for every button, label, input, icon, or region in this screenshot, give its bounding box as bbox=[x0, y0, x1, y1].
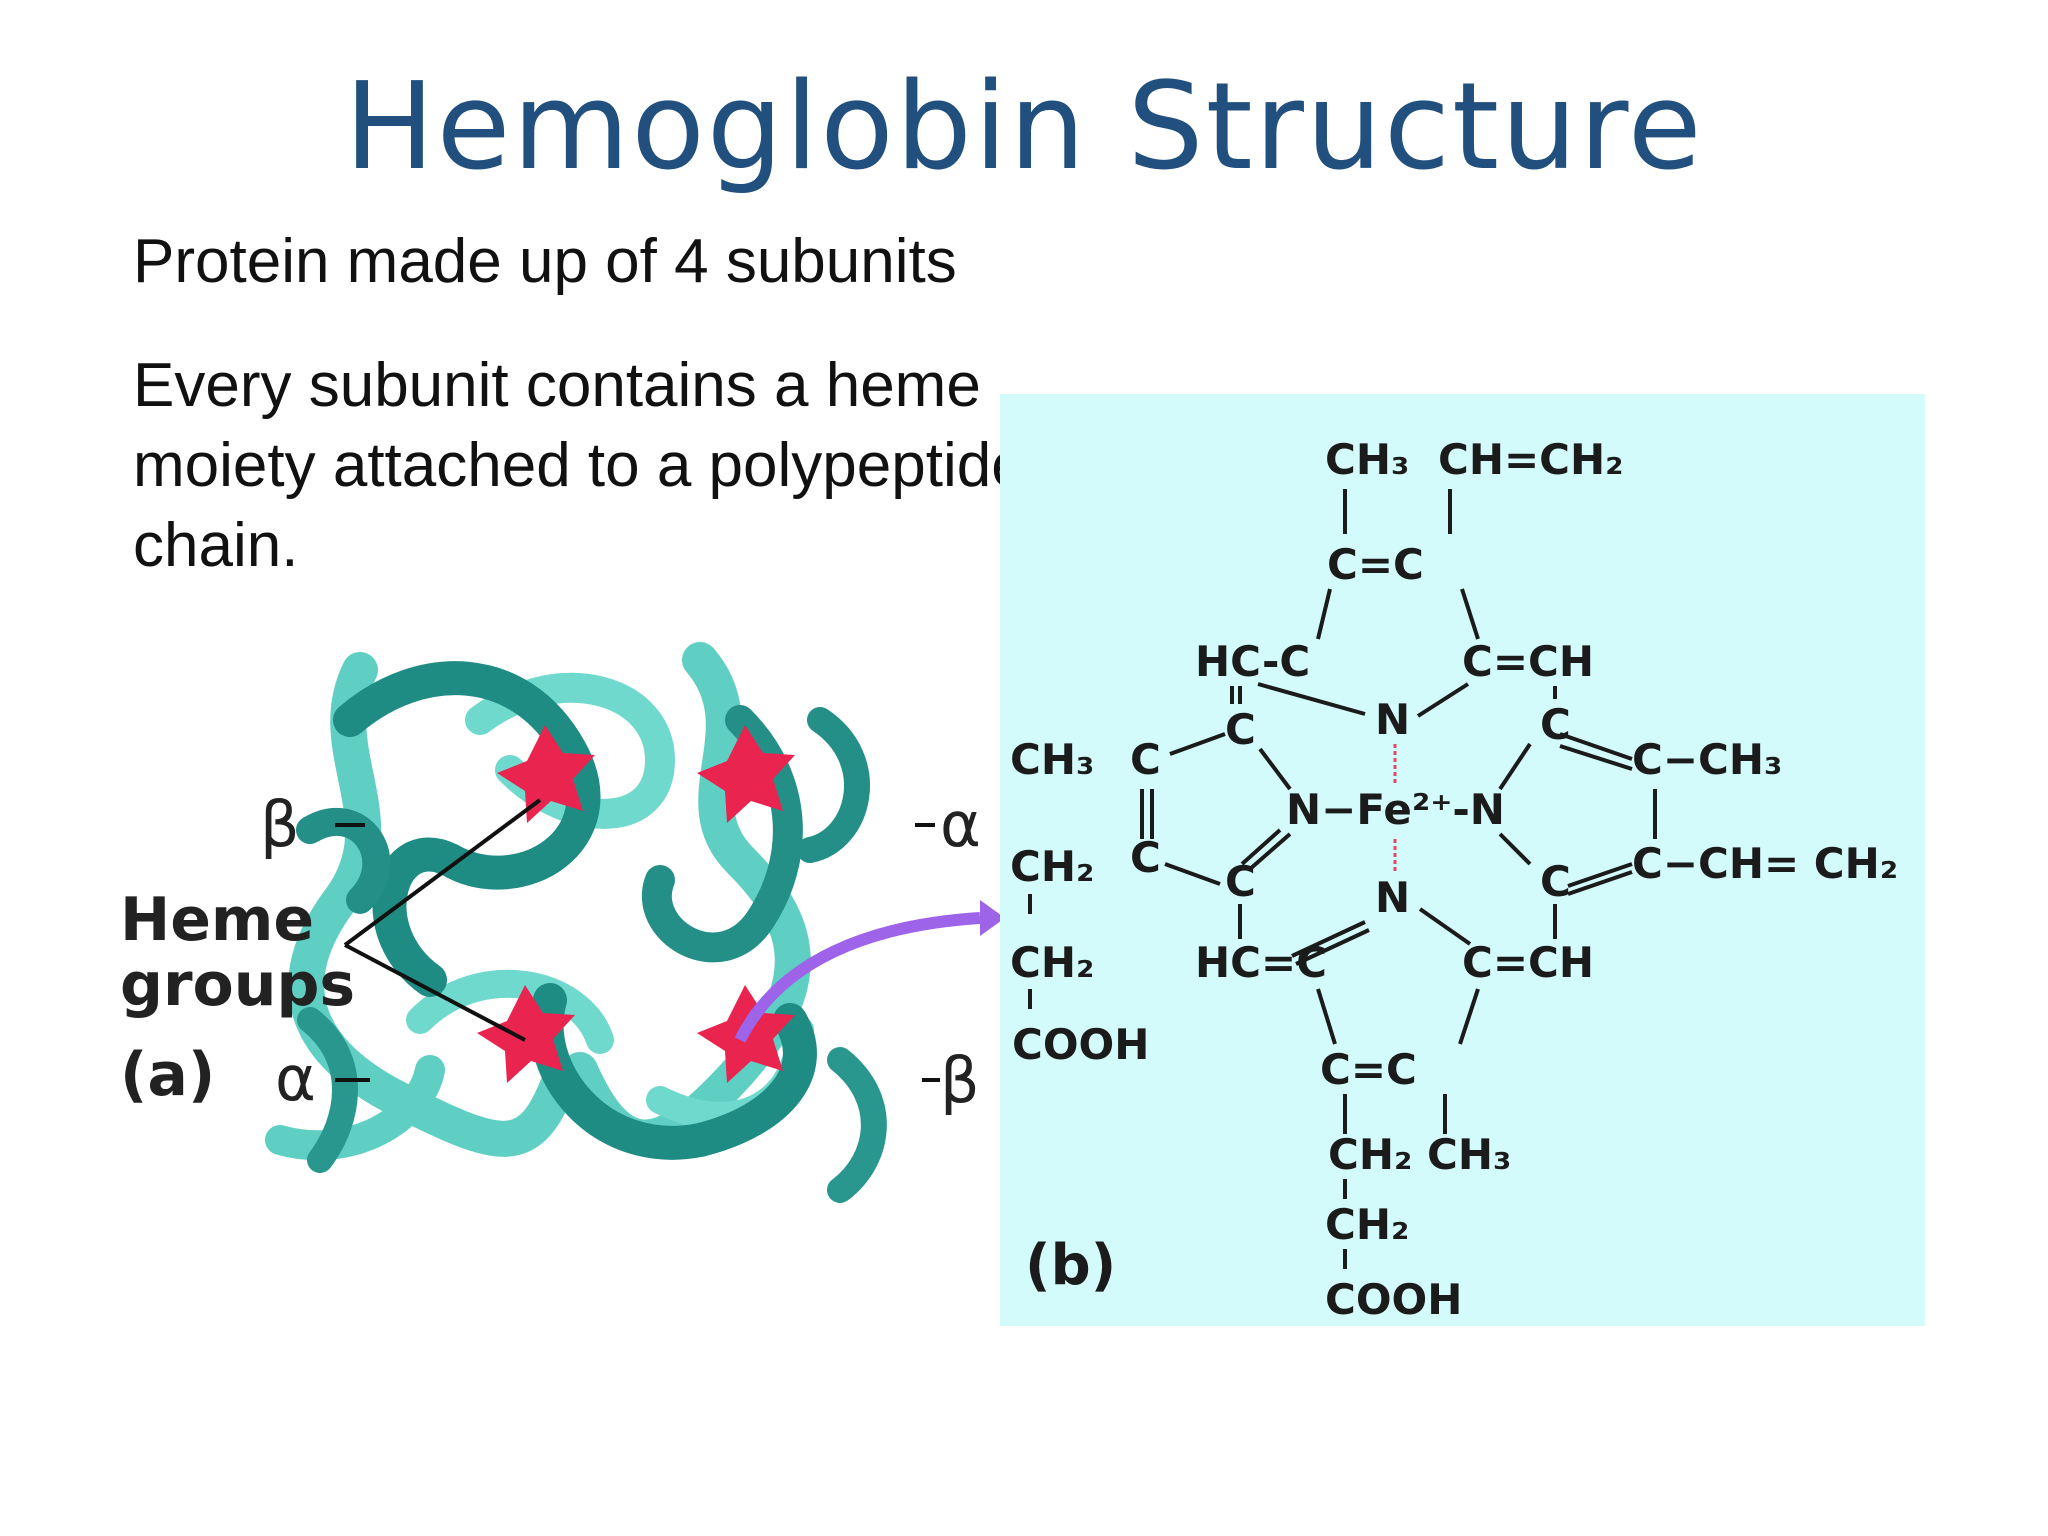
hemoglobin-ribbon-figure: β α α β Heme groups (a) bbox=[100, 600, 1020, 1250]
atom-hc-c-bottom: HC=C bbox=[1195, 938, 1327, 987]
heme-structure-diagram: CH₃ CH=CH₂ C=C HC-C C=CH N C C CH₃ C C−C… bbox=[1010, 435, 1898, 1324]
beta-label-bottom: β bbox=[940, 1044, 980, 1117]
alpha-label-top: α bbox=[940, 788, 981, 861]
figure-a-label: (a) bbox=[120, 1040, 215, 1110]
atom-top-ch3: CH₃ bbox=[1325, 435, 1409, 484]
atom-c-left-upper: C bbox=[1225, 705, 1256, 754]
atom-top-vinyl: CH=CH₂ bbox=[1438, 435, 1624, 484]
atom-bottom-ch2: CH₂ bbox=[1325, 1200, 1409, 1249]
atom-left-cooh: COOH bbox=[1012, 1020, 1149, 1069]
atom-bottom-cc: C=C bbox=[1320, 1045, 1417, 1094]
alpha-label-bottom: α bbox=[275, 1042, 316, 1115]
atom-bottom-ch2-ch3: CH₂ CH₃ bbox=[1328, 1130, 1511, 1179]
atom-left-c-lower: C bbox=[1130, 833, 1161, 882]
heme-label-line2: groups bbox=[120, 950, 355, 1020]
figure-b-label: (b) bbox=[1025, 1233, 1116, 1298]
hemoglobin-ribbon-illustration: β α α β Heme groups (a) bbox=[120, 642, 1005, 1203]
atom-left-ch2-b: CH₂ bbox=[1010, 938, 1094, 987]
atom-c-right-lower: C bbox=[1540, 857, 1571, 906]
arrow-to-heme-structure bbox=[734, 912, 981, 1043]
atom-top-cc: C=C bbox=[1327, 540, 1424, 589]
heme-chemical-structure-figure: CH₃ CH=CH₂ C=C HC-C C=CH N C C CH₃ C C−C… bbox=[1000, 394, 1925, 1326]
heme-label-line1: Heme bbox=[120, 885, 314, 955]
atom-left-ch3: CH₃ bbox=[1010, 735, 1094, 784]
slide-title: Hemoglobin Structure bbox=[344, 58, 1704, 197]
chemical-bonds bbox=[1028, 489, 1657, 1269]
atom-c-left-lower: C bbox=[1225, 857, 1256, 906]
atom-left-c-upper: C bbox=[1130, 735, 1161, 784]
atom-n-top: N bbox=[1375, 695, 1410, 744]
atom-right-c-ch3: C−CH₃ bbox=[1632, 735, 1782, 784]
bullet-subunits: Protein made up of 4 subunits bbox=[133, 227, 957, 296]
atom-n-fe-n: N−Fe²⁺-N bbox=[1286, 785, 1505, 834]
atom-c-eq-ch-bottom: C=CH bbox=[1462, 938, 1594, 987]
atom-bottom-cooh: COOH bbox=[1325, 1275, 1462, 1324]
atom-hc-c-top: HC-C bbox=[1195, 637, 1310, 686]
atom-n-bottom: N bbox=[1375, 873, 1410, 922]
beta-label-top: β bbox=[260, 788, 300, 861]
atom-left-ch2: CH₂ bbox=[1010, 842, 1094, 891]
atom-right-vinyl: C−CH= CH₂ bbox=[1632, 839, 1898, 888]
atom-c-right-upper: C bbox=[1540, 700, 1571, 749]
atom-c-eq-ch-top: C=CH bbox=[1462, 637, 1594, 686]
bullet-heme-moiety: Every subunit contains a heme moiety att… bbox=[133, 351, 1026, 580]
